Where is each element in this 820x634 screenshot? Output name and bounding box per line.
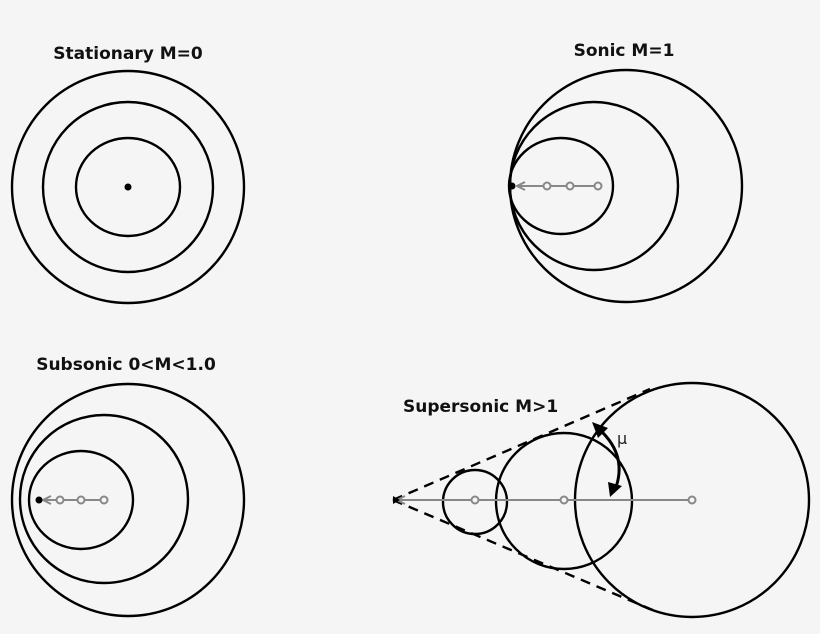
- mach-cone-upper: [392, 387, 651, 502]
- emission-point: [99, 495, 109, 505]
- stationary-panel: Stationary M=0: [10, 44, 246, 305]
- stationary-title: Stationary M=0: [53, 44, 203, 64]
- emission-point: [470, 495, 480, 505]
- subsonic-panel: Subsonic 0<M<1.0: [10, 355, 246, 618]
- emission-point: [565, 181, 575, 191]
- emission-point: [687, 495, 697, 505]
- emission-point: [76, 495, 86, 505]
- mach-angle-label: μ: [617, 429, 627, 448]
- wavefront-outer: [10, 382, 246, 618]
- wavefront-inner: [74, 136, 182, 238]
- emission-point: [55, 495, 65, 505]
- wavefront-inner: [27, 449, 135, 551]
- arrowhead-down-icon: [608, 482, 622, 497]
- wavefront-outer: [10, 69, 246, 305]
- source-point: [393, 496, 400, 504]
- sonic-title: Sonic M=1: [574, 41, 675, 61]
- subsonic-title: Subsonic 0<M<1.0: [36, 355, 216, 375]
- supersonic-panel: Supersonic M>1 μ: [392, 381, 811, 619]
- source-point: [508, 182, 516, 190]
- wavefront-middle: [18, 413, 190, 585]
- arrowhead-up-icon: [592, 422, 608, 438]
- wavefront-middle: [41, 100, 215, 274]
- supersonic-title: Supersonic M>1: [403, 397, 558, 417]
- source-point: [35, 496, 43, 504]
- emission-point: [559, 495, 569, 505]
- source-point: [124, 183, 132, 191]
- emission-point: [593, 181, 603, 191]
- mach-angle-arc: [598, 428, 621, 491]
- emission-point: [542, 181, 552, 191]
- sonic-panel: Sonic M=1: [507, 41, 744, 304]
- wavefront-small: [441, 468, 509, 536]
